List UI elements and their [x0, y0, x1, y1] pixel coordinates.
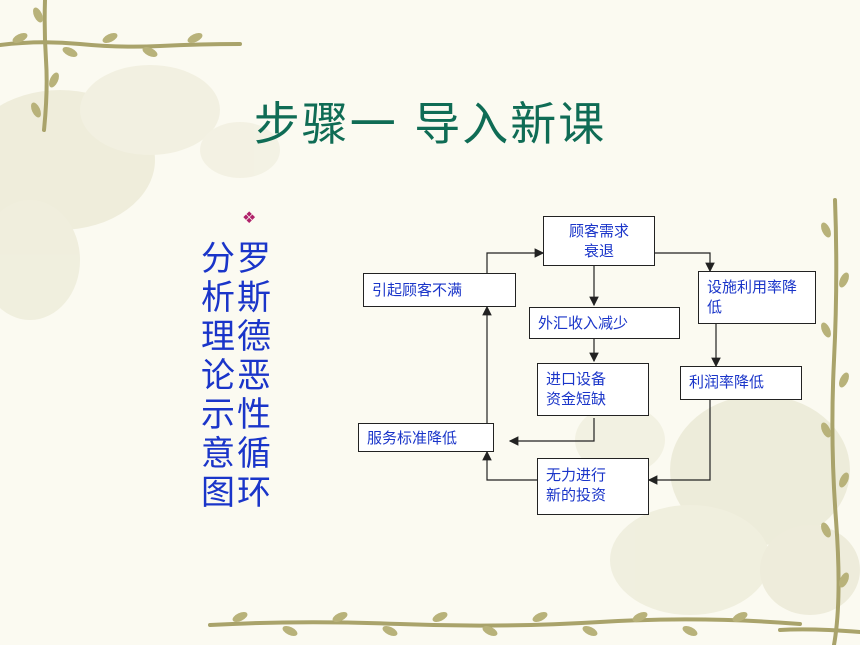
node-customer-dissatisfaction: 引起顾客不满	[363, 273, 516, 307]
slide-title: 步骤一 导入新课	[253, 97, 607, 151]
node-forex-income: 外汇收入减少	[529, 307, 680, 339]
bullet-icon: ❖	[242, 208, 257, 227]
vertical-text-column-1: 分析理论示意图	[201, 239, 235, 513]
node-profit-rate: 利润率降低	[680, 366, 802, 400]
node-customer-demand: 顾客需求衰退	[543, 216, 655, 266]
node-import-equipment: 进口设备资金短缺	[537, 363, 649, 416]
vertical-text-column-2: 罗斯德恶性循环	[237, 239, 271, 513]
node-facility-utilization: 设施利用率降低	[698, 271, 816, 324]
node-service-standard: 服务标准降低	[358, 423, 494, 452]
node-no-new-investment: 无力进行新的投资	[537, 458, 649, 515]
